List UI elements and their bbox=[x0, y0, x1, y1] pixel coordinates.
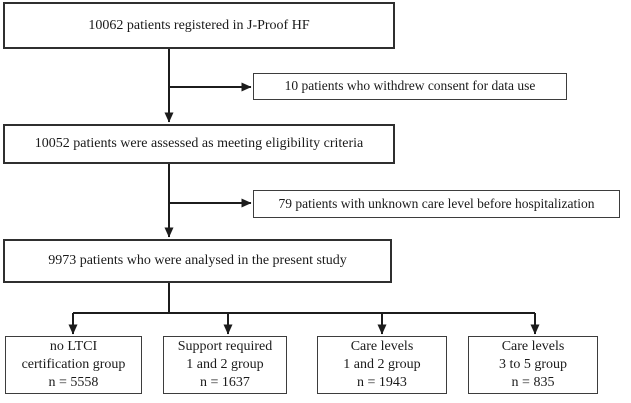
group-box-no-ltci-label: no LTCI certification group n = 5558 bbox=[21, 339, 126, 390]
step-box-eligibility-label: 10052 patients were assessed as meeting … bbox=[34, 136, 364, 152]
exclusion-box-withdrew-consent: 10 patients who withdrew consent for dat… bbox=[253, 73, 567, 100]
group-box-care-levels-1-2: Care levels 1 and 2 group n = 1943 bbox=[317, 336, 447, 394]
step-box-eligibility: 10052 patients were assessed as meeting … bbox=[3, 124, 395, 164]
group-box-care-levels-1-2-label: Care levels 1 and 2 group n = 1943 bbox=[343, 339, 421, 390]
exclusion-box-withdrew-consent-label: 10 patients who withdrew consent for dat… bbox=[284, 78, 536, 94]
step-box-analysed-label: 9973 patients who were analysed in the p… bbox=[48, 253, 347, 269]
exclusion-box-unknown-care-level: 79 patients with unknown care level befo… bbox=[253, 190, 620, 218]
step-box-analysed: 9973 patients who were analysed in the p… bbox=[3, 239, 392, 283]
step-box-registered: 10062 patients registered in J-Proof HF bbox=[3, 2, 395, 49]
group-box-care-levels-3-5: Care levels 3 to 5 group n = 835 bbox=[468, 336, 598, 394]
group-box-support-required: Support required 1 and 2 group n = 1637 bbox=[163, 336, 287, 394]
step-box-registered-label: 10062 patients registered in J-Proof HF bbox=[88, 17, 310, 33]
group-box-care-levels-3-5-label: Care levels 3 to 5 group n = 835 bbox=[498, 339, 568, 390]
group-box-support-required-label: Support required 1 and 2 group n = 1637 bbox=[177, 339, 273, 390]
group-box-no-ltci: no LTCI certification group n = 5558 bbox=[5, 336, 142, 394]
exclusion-box-unknown-care-level-label: 79 patients with unknown care level befo… bbox=[278, 195, 595, 211]
